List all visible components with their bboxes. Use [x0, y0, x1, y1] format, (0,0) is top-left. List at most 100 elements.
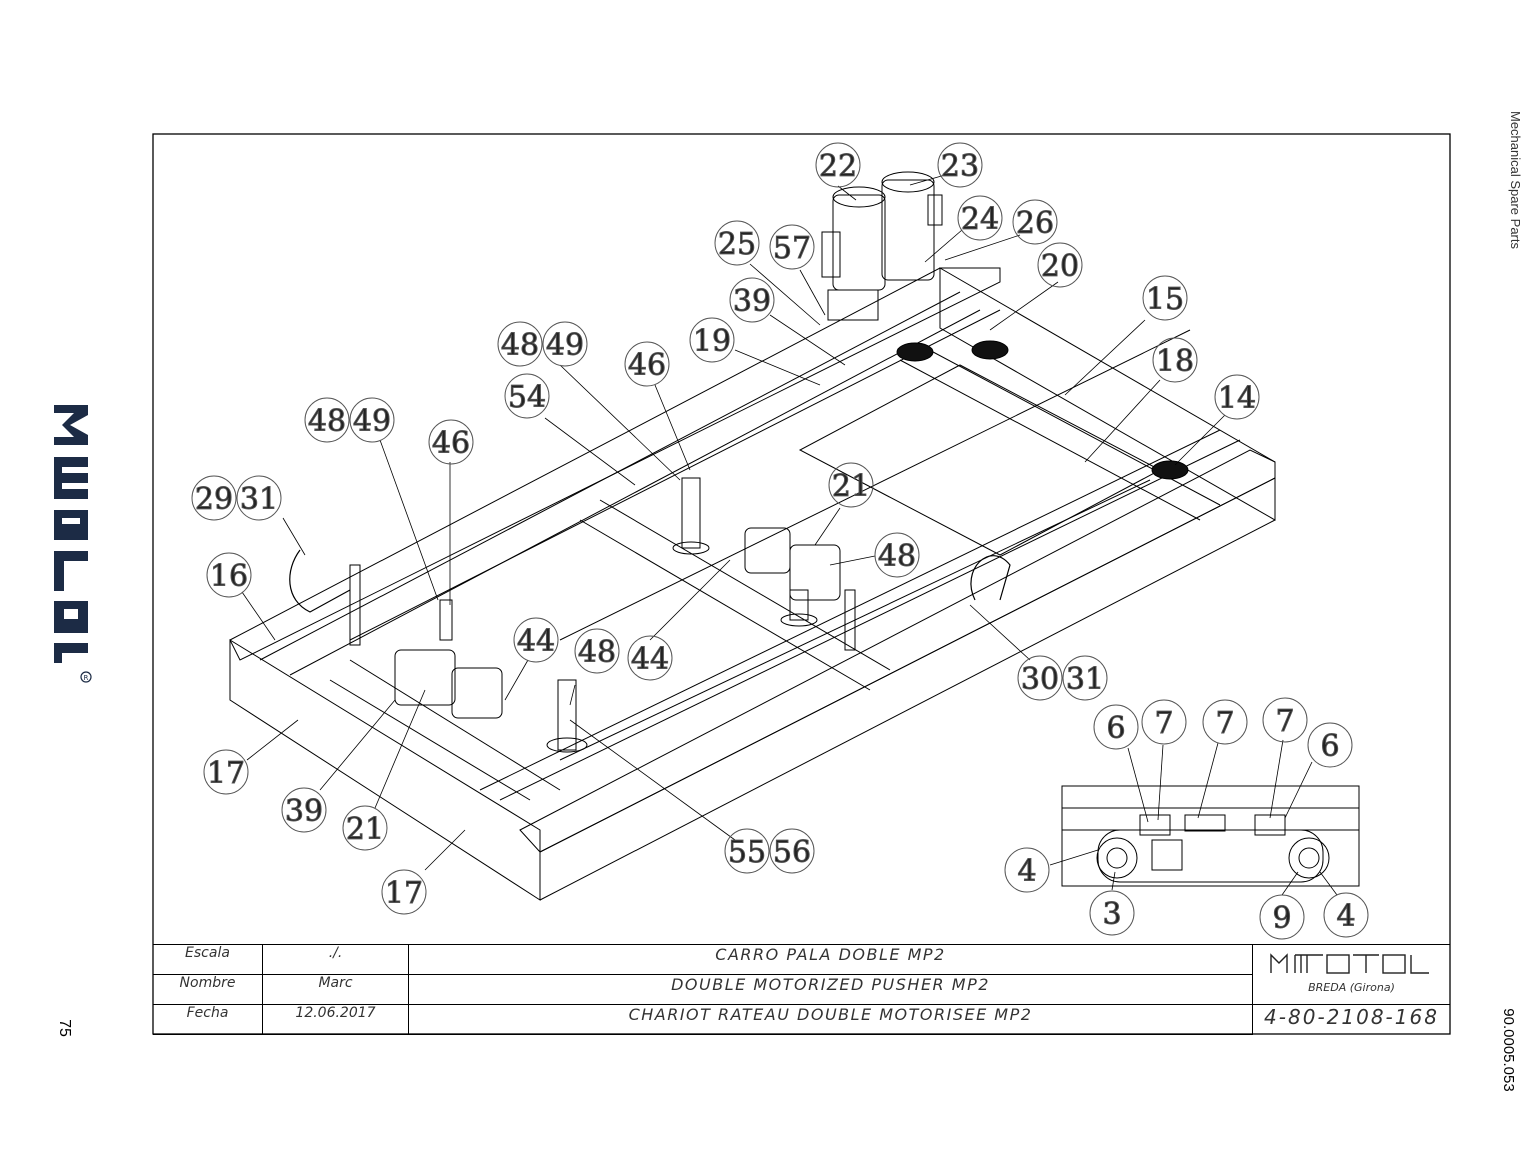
callout: 21 — [828, 462, 874, 508]
svg-text:21: 21 — [346, 812, 384, 847]
callout: 49 — [349, 397, 395, 443]
svg-text:3: 3 — [1102, 897, 1121, 932]
svg-text:31: 31 — [1066, 662, 1104, 697]
svg-text:19: 19 — [693, 324, 731, 359]
drawing-number: 4-80-2108-168 — [1264, 1005, 1439, 1029]
svg-text:30: 30 — [1021, 662, 1059, 697]
date-value: 12.06.2017 — [263, 1005, 409, 1035]
svg-text:44: 44 — [517, 624, 555, 659]
callout: 19 — [689, 317, 735, 363]
svg-text:48: 48 — [501, 328, 539, 363]
callout: 7 — [1262, 697, 1308, 743]
svg-text:6: 6 — [1106, 711, 1125, 746]
callout: 24 — [957, 195, 1003, 241]
callout: 7 — [1141, 699, 1187, 745]
machine-frame — [229, 267, 1276, 901]
callout: 26 — [1012, 199, 1058, 245]
title-block-logo — [1253, 945, 1450, 1005]
name-label: Nombre — [153, 975, 263, 1005]
svg-text:46: 46 — [628, 348, 666, 383]
callout: 44 — [513, 617, 559, 663]
svg-text:7: 7 — [1154, 706, 1173, 741]
svg-text:48: 48 — [878, 539, 916, 574]
callout: 30 — [1017, 655, 1063, 701]
callout: 17 — [381, 869, 427, 915]
svg-text:55: 55 — [728, 835, 766, 870]
callout: 39 — [281, 787, 327, 833]
scale-value: ./. — [263, 945, 409, 975]
callout: 48 — [304, 397, 350, 443]
svg-text:23: 23 — [941, 149, 979, 184]
callout: 55 — [724, 828, 770, 874]
svg-text:20: 20 — [1041, 249, 1079, 284]
callout: 56 — [769, 828, 815, 874]
callout: 6 — [1307, 722, 1353, 768]
detail-inset — [1061, 785, 1360, 887]
callout: 15 — [1142, 275, 1188, 321]
svg-text:39: 39 — [285, 794, 323, 829]
svg-text:16: 16 — [210, 559, 248, 594]
callout: 31 — [1062, 655, 1108, 701]
callout: 6 — [1093, 704, 1139, 750]
svg-text:46: 46 — [432, 426, 470, 461]
svg-text:17: 17 — [385, 876, 423, 911]
callout: 29 — [191, 475, 237, 521]
svg-text:22: 22 — [819, 149, 857, 184]
svg-text:49: 49 — [546, 328, 584, 363]
svg-text:6: 6 — [1320, 729, 1339, 764]
callout: 3 — [1089, 890, 1135, 936]
svg-text:4: 4 — [1336, 899, 1355, 934]
callout: 44 — [627, 635, 673, 681]
callout: 46 — [624, 341, 670, 387]
callout: 39 — [729, 277, 775, 323]
pusher-columns — [349, 477, 856, 753]
callout: 48 — [497, 321, 543, 367]
callout: 46 — [428, 419, 474, 465]
callout: 22 — [815, 142, 861, 188]
svg-text:31: 31 — [240, 482, 278, 517]
svg-text:14: 14 — [1218, 381, 1256, 416]
callout: 54 — [504, 373, 550, 419]
svg-text:17: 17 — [207, 756, 245, 791]
svg-text:7: 7 — [1215, 706, 1234, 741]
svg-text:4: 4 — [1017, 854, 1036, 889]
svg-text:24: 24 — [961, 202, 999, 237]
callout: 48 — [874, 532, 920, 578]
svg-text:R: R — [84, 674, 89, 682]
belt-rollers — [896, 340, 1189, 480]
svg-text:26: 26 — [1016, 206, 1054, 241]
callout: 17 — [203, 749, 249, 795]
title-french: CHARIOT RATEAU DOUBLE MOTORISEE MP2 — [409, 1005, 1253, 1035]
brand-logo-vertical: R — [54, 405, 92, 683]
svg-text:48: 48 — [578, 635, 616, 670]
title-english: DOUBLE MOTORIZED PUSHER MP2 — [409, 975, 1253, 1005]
callout: 14 — [1214, 374, 1260, 420]
svg-text:9: 9 — [1272, 901, 1291, 936]
svg-text:44: 44 — [631, 642, 669, 677]
callout: 57 — [769, 224, 815, 270]
svg-text:54: 54 — [508, 380, 546, 415]
callout: 23 — [937, 142, 983, 188]
callouts: 22 23 24 26 25 57 20 39 15 19 48 49 46 1… — [191, 142, 1369, 940]
brand-logo-horizontal — [1270, 953, 1429, 974]
title-block: Escala ./. CARRO PALA DOBLE MP2 Nombre M… — [153, 944, 1450, 1035]
date-label: Fecha — [153, 1005, 263, 1035]
cable-loops — [289, 549, 1011, 613]
svg-text:56: 56 — [773, 835, 811, 870]
callout: 7 — [1202, 699, 1248, 745]
scale-label: Escala — [153, 945, 263, 975]
callout: 31 — [236, 475, 282, 521]
callout: 48 — [574, 628, 620, 674]
svg-text:21: 21 — [832, 469, 870, 504]
callout: 9 — [1259, 894, 1305, 940]
name-value: Marc — [263, 975, 409, 1005]
svg-text:29: 29 — [195, 482, 233, 517]
callout: 21 — [342, 805, 388, 851]
svg-text:39: 39 — [733, 284, 771, 319]
svg-text:49: 49 — [353, 404, 391, 439]
callout: 16 — [206, 552, 252, 598]
svg-text:57: 57 — [773, 231, 811, 266]
callout: 25 — [714, 220, 760, 266]
callout: 4 — [1323, 892, 1369, 938]
